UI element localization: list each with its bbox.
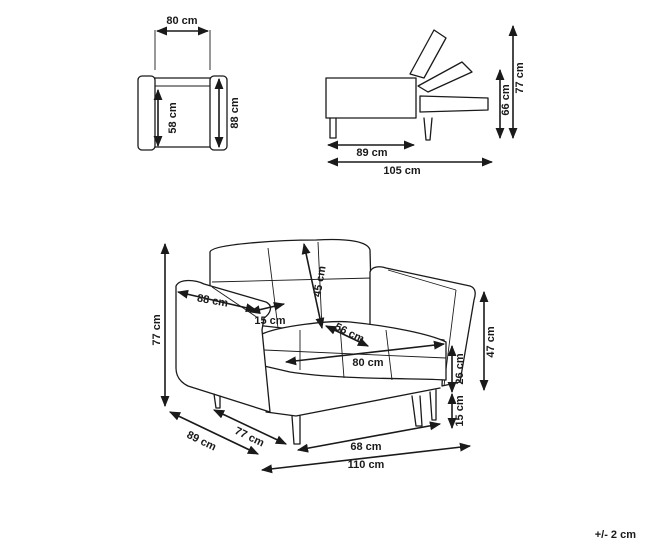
- side-closed-label: 89 cm: [356, 147, 387, 159]
- main-width-label: 110 cm: [348, 459, 385, 471]
- main-arm-height-label: 47 cm: [485, 326, 497, 357]
- main-arm-width-label: 15 cm: [254, 315, 285, 327]
- main-height-label: 77 cm: [151, 314, 163, 345]
- top-width-label: 80 cm: [166, 15, 197, 27]
- top-view: 80 cm 58 cm 88 cm: [137, 15, 241, 151]
- main-view: 88 cm 15 cm 45 cm 56 cm 80 cm 77 cm 89 c…: [151, 238, 497, 474]
- main-armrest-label: 88 cm: [196, 292, 229, 309]
- main-back-label: 45 cm: [311, 265, 328, 298]
- main-leg-span-label: 68 cm: [350, 441, 381, 453]
- main-inner-depth-label: 77 cm: [233, 425, 266, 450]
- side-view: 89 cm 105 cm 66 cm 77 cm: [325, 24, 526, 177]
- side-height-label: 77 cm: [514, 62, 526, 93]
- top-depth-label: 88 cm: [229, 97, 241, 128]
- top-seat-depth-label: 58 cm: [167, 102, 179, 133]
- tolerance-note: +/- 2 cm: [594, 529, 636, 541]
- main-leg-height-label: 15 cm: [454, 395, 466, 426]
- side-open-label: 105 cm: [383, 165, 421, 177]
- main-seat-width-label: 80 cm: [352, 357, 383, 369]
- side-seat-back-label: 66 cm: [500, 84, 512, 115]
- main-seat-height-label: 26 cm: [454, 353, 466, 384]
